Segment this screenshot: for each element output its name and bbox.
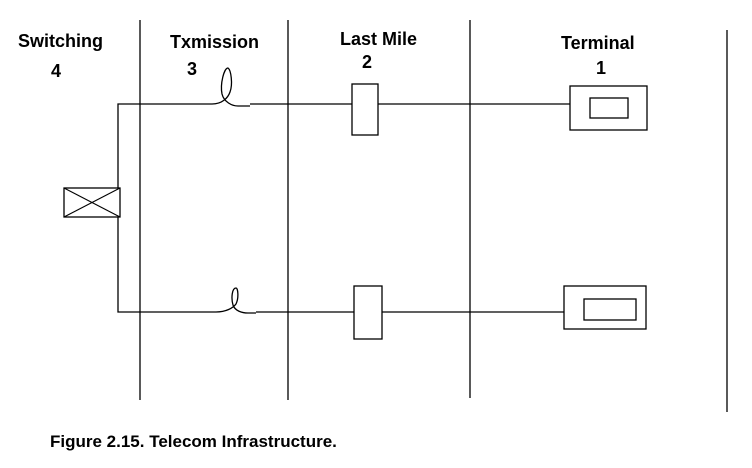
last-mile-box-top <box>351 83 379 136</box>
terminal-top <box>569 85 648 131</box>
figure-caption: Figure 2.15. Telecom Infrastructure. <box>50 432 337 451</box>
cable-loop-bottom <box>215 287 256 314</box>
top-circuit <box>117 67 648 188</box>
column-number-terminal: 1 <box>596 58 607 78</box>
switch-box <box>63 187 121 218</box>
cable-loop-top <box>211 67 250 107</box>
column-label-terminal: Terminal <box>561 33 635 53</box>
bottom-circuit <box>117 217 647 340</box>
column-number-txmission: 3 <box>187 59 198 79</box>
column-label-txmission: Txmission <box>170 32 260 52</box>
column-label-last-mile: Last Mile <box>340 29 418 49</box>
column-label-switching: Switching <box>18 31 103 51</box>
terminal-bottom <box>563 285 647 330</box>
column-number-switching: 4 <box>51 61 62 81</box>
last-mile-box-bottom <box>353 285 383 340</box>
column-number-last-mile: 2 <box>362 52 373 72</box>
